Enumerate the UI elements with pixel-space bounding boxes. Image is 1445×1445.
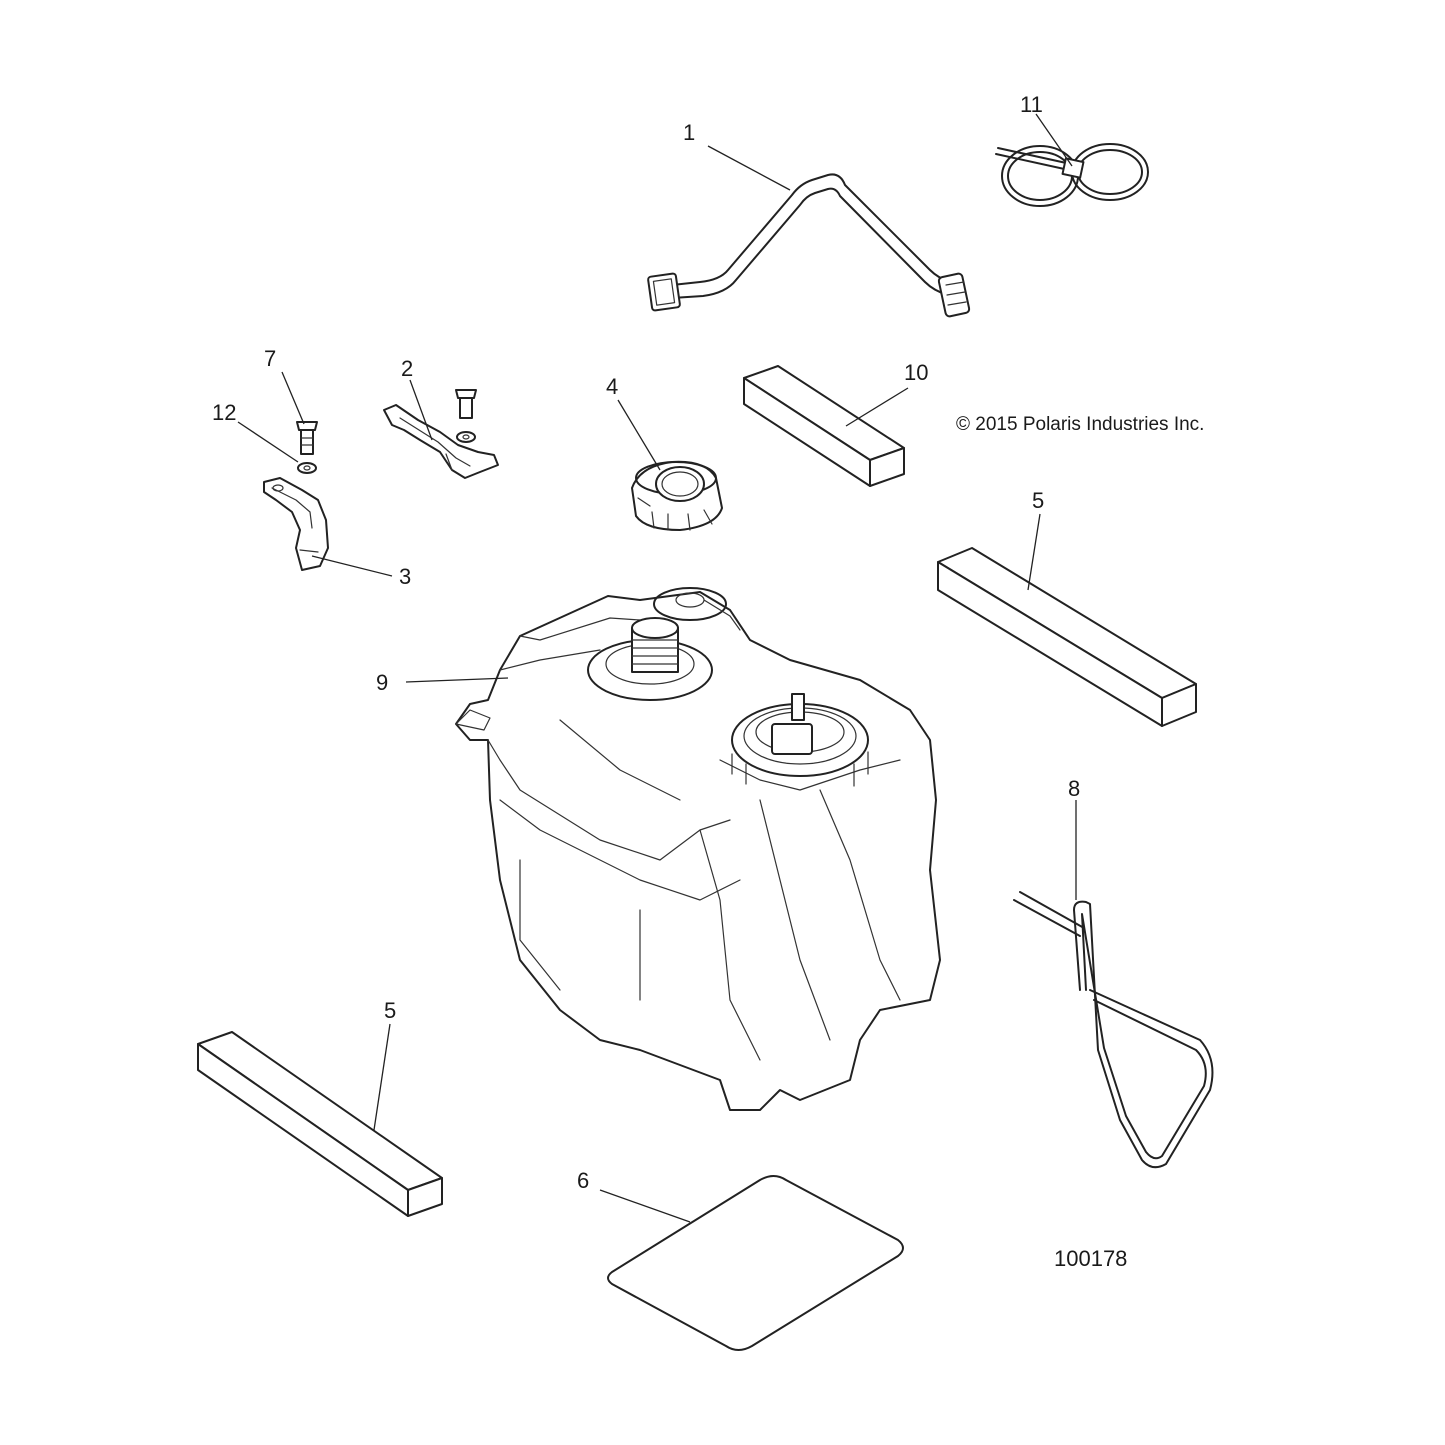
part-vent-hose [1013,891,1214,1169]
callout-3: 3 [399,564,411,589]
part-foam-block-small [743,365,905,487]
callout-7: 7 [264,346,276,371]
part-foam-strip-right [937,547,1197,727]
callout-9: 9 [376,670,388,695]
copyright-notice: © 2015 Polaris Industries Inc. [956,414,1204,435]
callout-12: 12 [212,400,236,425]
leader-lines [237,113,1077,1223]
callout-10: 10 [904,360,928,385]
callout-1: 1 [683,120,695,145]
callout-4: 4 [606,374,618,399]
callout-labels: 1 2 3 4 5 5 6 7 8 9 10 11 12 [212,92,1080,1193]
callout-5-lower: 5 [384,998,396,1023]
part-fuel-line [647,173,971,318]
part-bracket-lower [263,477,329,571]
callout-2: 2 [401,356,413,381]
part-foam-strip-left [197,1031,443,1217]
part-fuel-tank [455,587,941,1111]
callout-6: 6 [577,1168,589,1193]
part-bracket-upper [383,389,499,479]
callout-8: 8 [1068,776,1080,801]
document-number: 100178 [1054,1246,1127,1271]
part-screw-and-washer [296,421,318,474]
part-cable-tie [995,143,1149,207]
part-fuel-cap [631,460,723,531]
part-pad [607,1175,904,1351]
callout-5-upper: 5 [1032,488,1044,513]
callout-11: 11 [1020,92,1043,117]
